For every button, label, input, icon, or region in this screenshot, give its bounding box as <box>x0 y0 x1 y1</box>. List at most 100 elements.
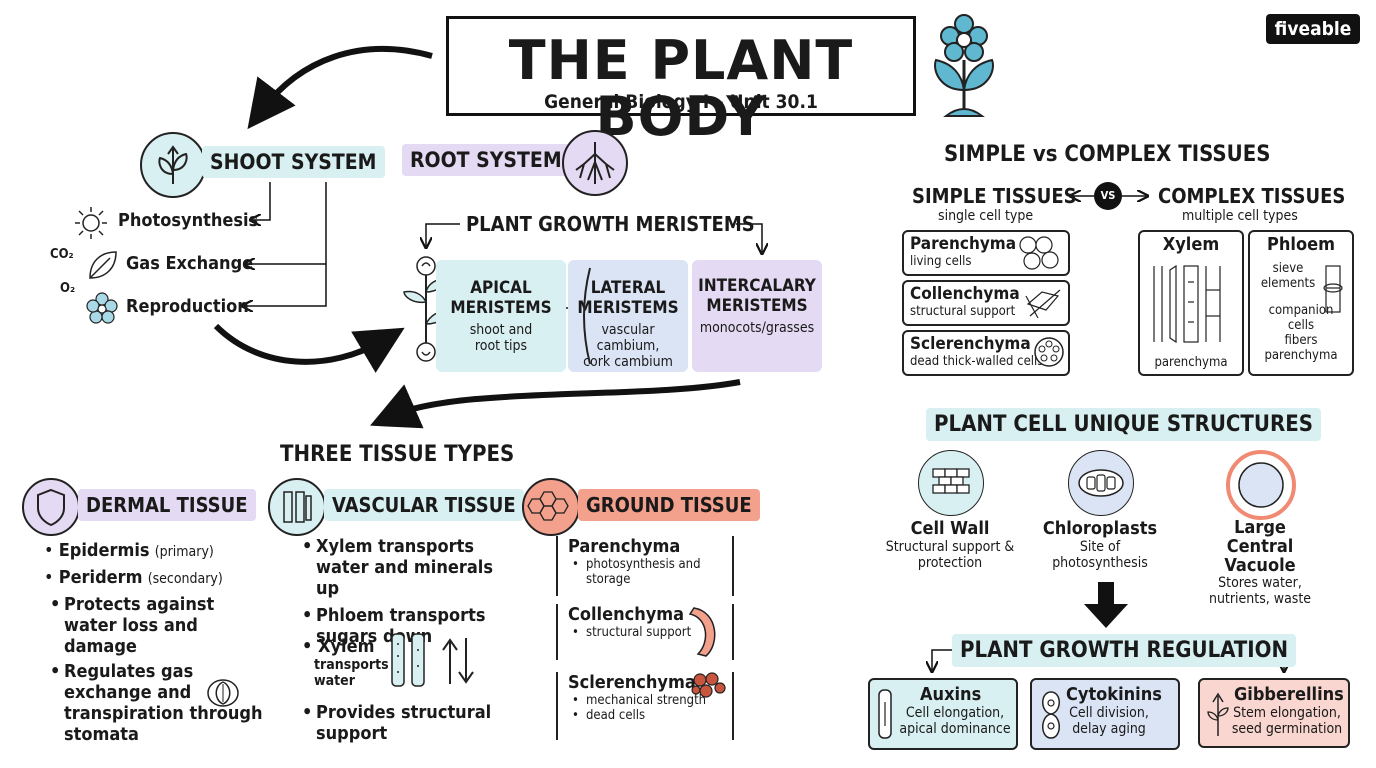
phloem-line: fibers <box>1284 333 1318 348</box>
roots-icon <box>562 130 628 196</box>
title-to-shoot-arrow <box>247 46 433 130</box>
ground-cell-parenchyma: Parenchyma photosynthesis and storage <box>556 536 734 596</box>
vascular-xylem-item: • Xylem transports water <box>302 636 392 689</box>
simple-complex-title: SIMPLE vs COMPLEX TISSUES <box>944 142 1271 167</box>
o2-label: O₂ <box>60 281 76 296</box>
lateral-desc: vascular cambium, cork cambium <box>583 322 673 370</box>
simple-tissues-sub: single cell type <box>938 208 1034 224</box>
apical-name: APICAL MERISTEMS <box>450 278 552 318</box>
function-gas-exchange: Gas Exchange <box>126 253 254 274</box>
shield-icon <box>22 478 80 536</box>
brand-label: fiveable <box>1274 18 1352 40</box>
meristem-to-tissue-arrow <box>370 379 741 429</box>
phloem-line: parenchyma <box>1264 348 1338 363</box>
simple-item-collenchyma: Collenchyma structural support <box>902 280 1070 326</box>
intercalary-name: INTERCALARY MERISTEMS <box>698 276 816 316</box>
cell-structures-title: PLANT CELL UNIQUE STRUCTURES <box>926 408 1322 441</box>
dermal-item-note: (primary) <box>154 544 214 560</box>
phloem-line: sieve elements <box>1260 261 1316 291</box>
co2-label: CO₂ <box>50 247 74 262</box>
page-title: THE PLANT BODY <box>508 29 854 148</box>
hormone-auxins: Auxins Cell elongation, apical dominance <box>868 678 1018 750</box>
plant-flower-icon <box>934 14 994 117</box>
phloem-line: companion cells <box>1268 303 1334 333</box>
collenchyma-cell-icon <box>688 607 716 657</box>
dermal-list: • Epidermis (primary) • Periderm (second… <box>44 540 274 745</box>
apical-meristems-card: APICAL MERISTEMS shoot and root tips <box>436 260 566 372</box>
hormone-gibberellins: Gibberellins Stem elongation, seed germi… <box>1198 678 1350 748</box>
ground-cell-detail: photosynthesis and storage <box>572 557 702 587</box>
tissue-types-title: THREE TISSUE TYPES <box>280 442 515 467</box>
simple-item-sclerenchyma: Sclerenchyma dead thick-walled cells <box>902 330 1070 376</box>
flower-icon <box>86 292 118 324</box>
complex-tissues-label: COMPLEX TISSUES <box>1158 184 1346 208</box>
structure-desc: Site of photosynthesis <box>1052 539 1148 571</box>
sieve-tube-icon <box>1323 265 1343 313</box>
simple-item-parenchyma: Parenchyma living cells <box>902 230 1070 276</box>
ground-cells-icon <box>522 478 580 536</box>
brand-badge: fiveable <box>1266 14 1360 44</box>
dermal-sub-item: Protects against water loss and damage <box>50 594 264 657</box>
structure-cell-wall: Cell Wall Structural support & protectio… <box>884 518 1016 571</box>
structure-desc: Structural support & protection <box>885 539 1015 571</box>
shoot-system-label: SHOOT SYSTEM <box>202 146 385 178</box>
root-system-label: ROOT SYSTEM <box>402 144 570 176</box>
xylem-desc: parenchyma <box>1154 355 1228 370</box>
round-cells-icon <box>1019 236 1059 270</box>
vascular-item: Xylem transports water and minerals up <box>302 536 512 599</box>
hormone-name: Cytokinins <box>1066 684 1162 705</box>
up-down-arrows-icon <box>442 638 474 684</box>
function-reproduction: Reproduction <box>126 296 249 317</box>
page-subtitle: General Biology I – Unit 30.1 <box>544 91 818 113</box>
ground-cell-sclerenchyma: Sclerenchyma mechanical strength dead ce… <box>556 672 734 740</box>
complex-item-xylem: Xylem parenchyma <box>1138 230 1244 376</box>
simple-item-desc: structural support <box>910 304 1016 319</box>
simple-item-name: Collenchyma <box>910 284 1020 304</box>
stomata-icon <box>207 679 239 707</box>
ground-cell-detail: structural support <box>572 625 702 640</box>
intercalary-meristems-card: INTERCALARY MERISTEMS monocots/grasses <box>692 260 822 372</box>
vascular-item: Provides structural support <box>302 702 492 744</box>
hormone-desc: Stem elongation, seed germination <box>1231 705 1343 737</box>
dermal-item: • Periderm (secondary) <box>44 567 223 588</box>
xylem-name: Xylem <box>1162 234 1220 255</box>
dermal-item-name: Epidermis <box>58 540 150 561</box>
hormone-name: Gibberellins <box>1234 684 1344 705</box>
structures-to-regulation-arrow <box>1084 582 1128 628</box>
lateral-meristems-card: LATERAL MERISTEMS vascular cambium, cork… <box>568 260 688 372</box>
sclerenchyma-cells-icon <box>691 672 726 698</box>
function-photosynthesis: Photosynthesis <box>118 210 259 231</box>
ground-cell-name: Collenchyma <box>568 604 685 625</box>
vascular-bundle-icon <box>268 478 326 536</box>
shoot-to-meristem-arrow <box>213 323 405 373</box>
hormone-desc: Cell elongation, apical dominance <box>899 705 1011 737</box>
vacuole-icon <box>1226 450 1296 520</box>
structure-name: Large Central Vacuole <box>1224 517 1296 576</box>
structure-desc: Stores water, nutrients, waste <box>1208 575 1312 607</box>
sun-icon <box>75 207 107 239</box>
xylem-short: Xylem <box>318 636 375 657</box>
simple-item-name: Sclerenchyma <box>910 334 1031 354</box>
xylem-vessel-icon <box>391 633 425 687</box>
simple-item-desc: living cells <box>910 254 972 269</box>
sprout-icon <box>140 132 206 198</box>
hormone-cytokinins: Cytokinins Cell division, delay aging <box>1030 678 1180 750</box>
simple-tissues-label: SIMPLE TISSUES <box>912 184 1077 208</box>
dermal-item-note: (secondary) <box>147 571 223 587</box>
vascular-last-list: Provides structural support <box>302 702 492 744</box>
xylem-note: transports water <box>314 657 389 689</box>
lateral-name: LATERAL MERISTEMS <box>577 278 679 318</box>
ground-tissue-label: GROUND TISSUE <box>578 489 760 521</box>
leaf-icon <box>89 251 117 279</box>
dermal-tissue-label: DERMAL TISSUE <box>78 489 256 521</box>
ground-cell-name: Parenchyma <box>568 536 681 557</box>
regulation-title: PLANT GROWTH REGULATION <box>952 634 1297 667</box>
vs-badge: VS <box>1094 182 1122 210</box>
intercalary-desc: monocots/grasses <box>699 320 815 336</box>
dermal-item: • Epidermis (primary) <box>44 540 214 561</box>
cell-wall-icon <box>918 450 984 516</box>
ground-cell-detail: dead cells <box>572 708 722 723</box>
elongated-cells-icon <box>1025 289 1061 319</box>
elongating-stem-icon <box>1207 692 1229 736</box>
